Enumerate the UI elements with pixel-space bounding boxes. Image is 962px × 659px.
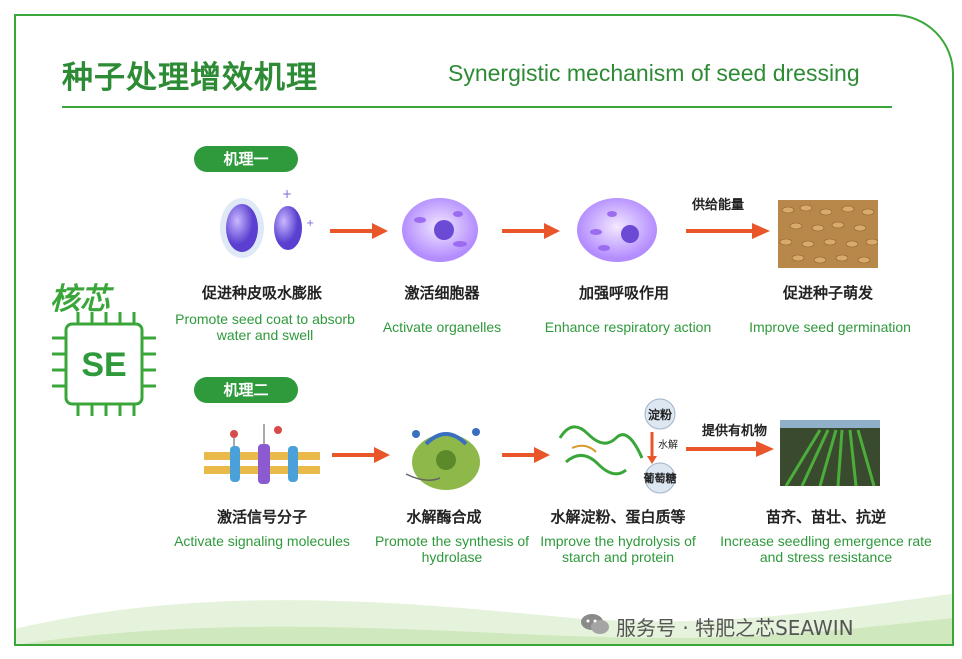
organelle-cell-illustration	[402, 198, 478, 262]
seed-swelling-illustration: + +	[220, 187, 314, 258]
m2-step1-en: Activate signaling molecules	[174, 533, 350, 549]
m2-step4-en: Increase seedling emergence rate and str…	[720, 533, 932, 565]
m2-step3-cn: 水解淀粉、蛋白质等	[550, 508, 686, 526]
arrow-label-organics: 提供有机物	[702, 424, 768, 439]
arrow-2-1	[332, 447, 390, 463]
seedling-field-photo	[780, 420, 880, 486]
svg-text:+: +	[306, 218, 314, 229]
seed-pile-photo	[778, 200, 878, 268]
m1-step1-cn: 促进种皮吸水膨胀	[201, 284, 323, 302]
chip-se-text: SE	[81, 346, 126, 384]
m1-step3-cn: 加强呼吸作用	[578, 284, 670, 302]
wechat-icon	[581, 614, 609, 634]
m1-step2-cn: 激活细胞器	[404, 284, 480, 302]
m1-step1-en: Promote seed coat to absorb water and sw…	[175, 311, 355, 343]
cell-membrane-illustration	[204, 424, 320, 484]
m1-step2-en: Activate organelles	[382, 319, 502, 335]
m2-step4-cn: 苗齐、苗壮、抗逆	[765, 508, 887, 526]
m2-step2-en: Promote the synthesis of hydrolase	[374, 533, 530, 565]
bubble-glucose: 葡萄糖	[643, 471, 677, 485]
mechanism1-pill: 机理一	[194, 146, 298, 172]
arrow-label-energy: 供给能量	[692, 198, 745, 213]
diagram-frame	[14, 14, 954, 646]
page-title-en: Synergistic mechanism of seed dressing	[448, 60, 860, 86]
m1-step4-cn: 促进种子萌发	[782, 284, 874, 302]
brand-logo-text: 核芯	[50, 282, 110, 317]
m2-step2-cn: 水解酶合成	[406, 508, 482, 526]
mechanism2-pill: 机理二	[194, 377, 298, 403]
bottom-wave-decoration	[16, 593, 952, 644]
svg-text:+: +	[282, 187, 292, 201]
m2-step1-cn: 激活信号分子	[216, 508, 308, 526]
arrow-1-3	[686, 223, 770, 239]
arrow-2-3	[686, 441, 774, 457]
arrow-1-2	[502, 223, 560, 239]
footer-watermark: 服务号 · 特肥之芯SEAWIN	[616, 616, 854, 640]
starch-hydrolysis-illustration: 淀粉 水解 葡萄糖	[558, 398, 678, 494]
hydrolase-synthesis-illustration	[405, 428, 480, 490]
title-divider	[62, 106, 892, 108]
respiration-cell-illustration	[577, 198, 657, 262]
se-chip-logo: SE	[52, 312, 156, 416]
m2-step3-en: Improve the hydrolysis of starch and pro…	[540, 533, 696, 565]
arrow-1-1	[330, 223, 388, 239]
arrow-2-2	[502, 447, 550, 463]
page-title-cn: 种子处理增效机理	[62, 60, 318, 96]
bubble-hydrolysis-label: 水解	[658, 438, 678, 451]
bubble-starch: 淀粉	[648, 407, 672, 422]
m1-step3-en: Enhance respiratory action	[544, 319, 712, 335]
m1-step4-en: Improve seed germination	[749, 319, 911, 335]
